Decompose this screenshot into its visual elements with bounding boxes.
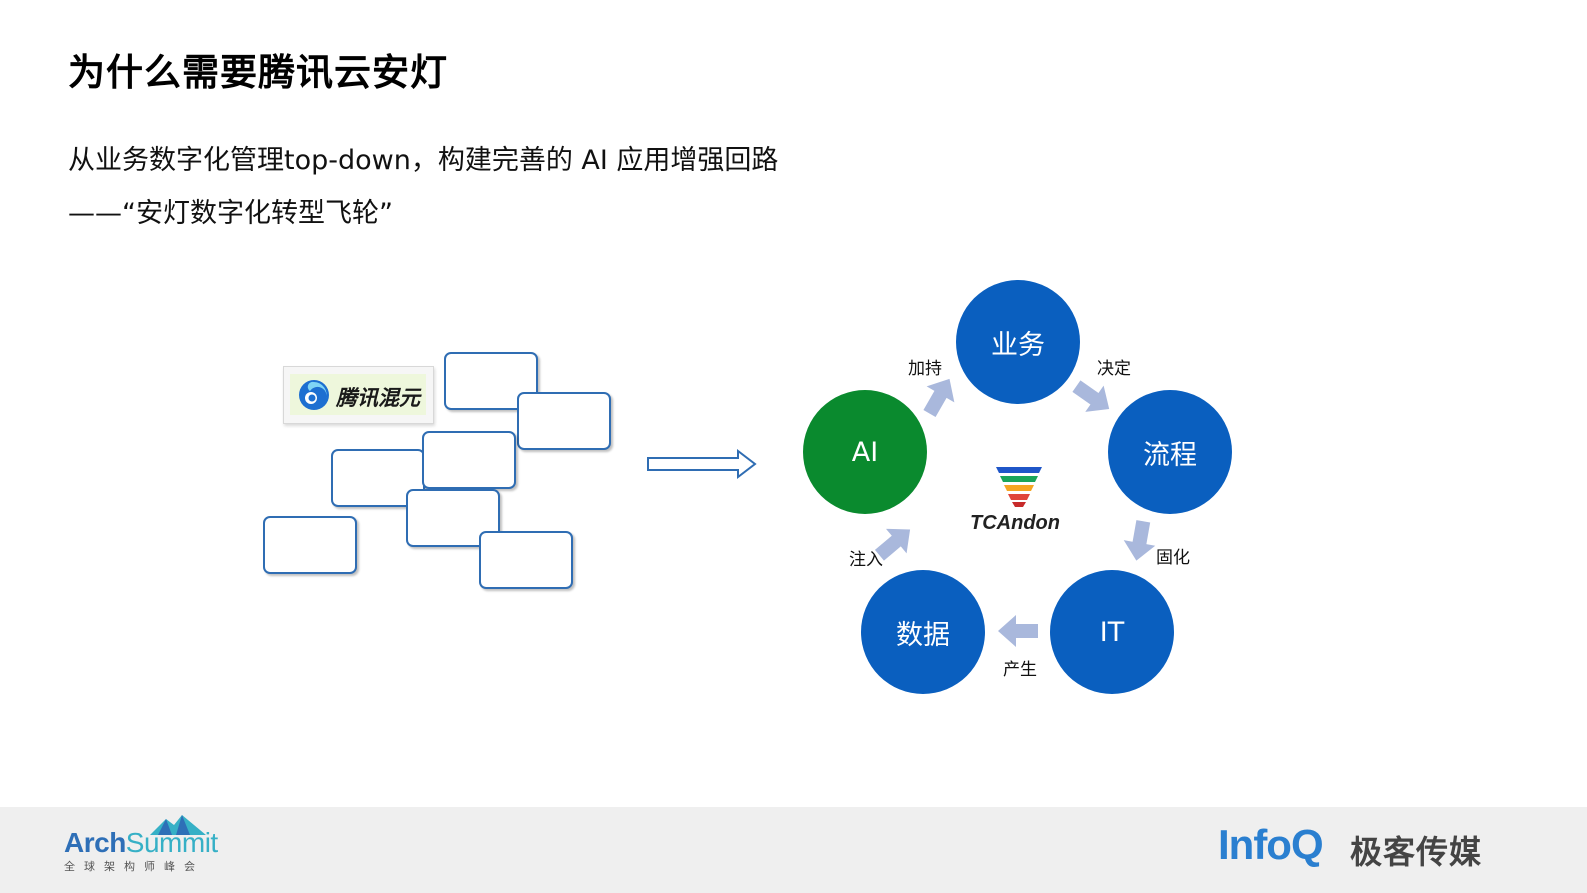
node-data: 数据: [861, 570, 985, 694]
arrow-it-to-data-icon: [998, 615, 1038, 647]
empty-box: [263, 516, 357, 574]
node-process-label: 流程: [1143, 439, 1197, 471]
empty-box: [479, 531, 573, 589]
tcandon-emblem-icon: [996, 467, 1042, 507]
hunyuan-logo: 腾讯混元: [283, 366, 434, 424]
empty-box: [517, 392, 611, 450]
edge-label-inject: 注入: [849, 550, 883, 570]
node-it: IT: [1050, 570, 1174, 694]
node-process: 流程: [1108, 390, 1232, 514]
arrow-data-to-ai-icon: [874, 528, 911, 561]
arrow-business-to-process-icon: [1072, 380, 1110, 412]
node-it-label: IT: [1099, 616, 1125, 648]
node-business: 业务: [956, 280, 1080, 404]
edge-label-empower: 加持: [908, 359, 942, 379]
subtitle-line-2: ——“安灯数字化转型飞轮”: [68, 198, 393, 229]
node-ai-label: AI: [851, 436, 879, 468]
node-business-label: 业务: [991, 329, 1045, 361]
empty-box: [406, 489, 500, 547]
edge-label-decide: 决定: [1097, 359, 1131, 379]
node-data-label: 数据: [896, 619, 950, 651]
subtitle-line-1: 从业务数字化管理top-down，构建完善的 AI 应用增强回路: [68, 145, 779, 176]
hunyuan-logo-text: 腾讯混元: [336, 386, 420, 410]
hunyuan-emblem-icon: [299, 380, 329, 410]
edge-label-solidify: 固化: [1156, 548, 1190, 568]
archsummit-subtitle: 全球架构师峰会: [64, 860, 204, 873]
transition-arrow-icon: [647, 449, 757, 479]
archsummit-logo-part1: Arch: [64, 827, 126, 858]
node-ai: AI: [803, 390, 927, 514]
archsummit-logo: ArchSummit: [64, 827, 218, 859]
archsummit-logo-part2: Summit: [125, 827, 218, 858]
tcandon-logo-text: TCAndon: [970, 512, 1060, 534]
footer: ArchSummit 全球架构师峰会 InfoQ 极客传媒: [0, 807, 1587, 893]
slide-title: 为什么需要腾讯云安灯: [68, 51, 448, 94]
archsummit-mountain-icon: [150, 815, 206, 835]
infoq-cn-name: 极客传媒: [1350, 833, 1483, 871]
arrow-ai-to-business-icon: [923, 378, 955, 417]
arrow-process-to-it-icon: [1123, 520, 1156, 561]
empty-box: [422, 431, 516, 489]
edge-label-produce: 产生: [1003, 660, 1037, 680]
infoq-logo: InfoQ: [1218, 821, 1324, 868]
